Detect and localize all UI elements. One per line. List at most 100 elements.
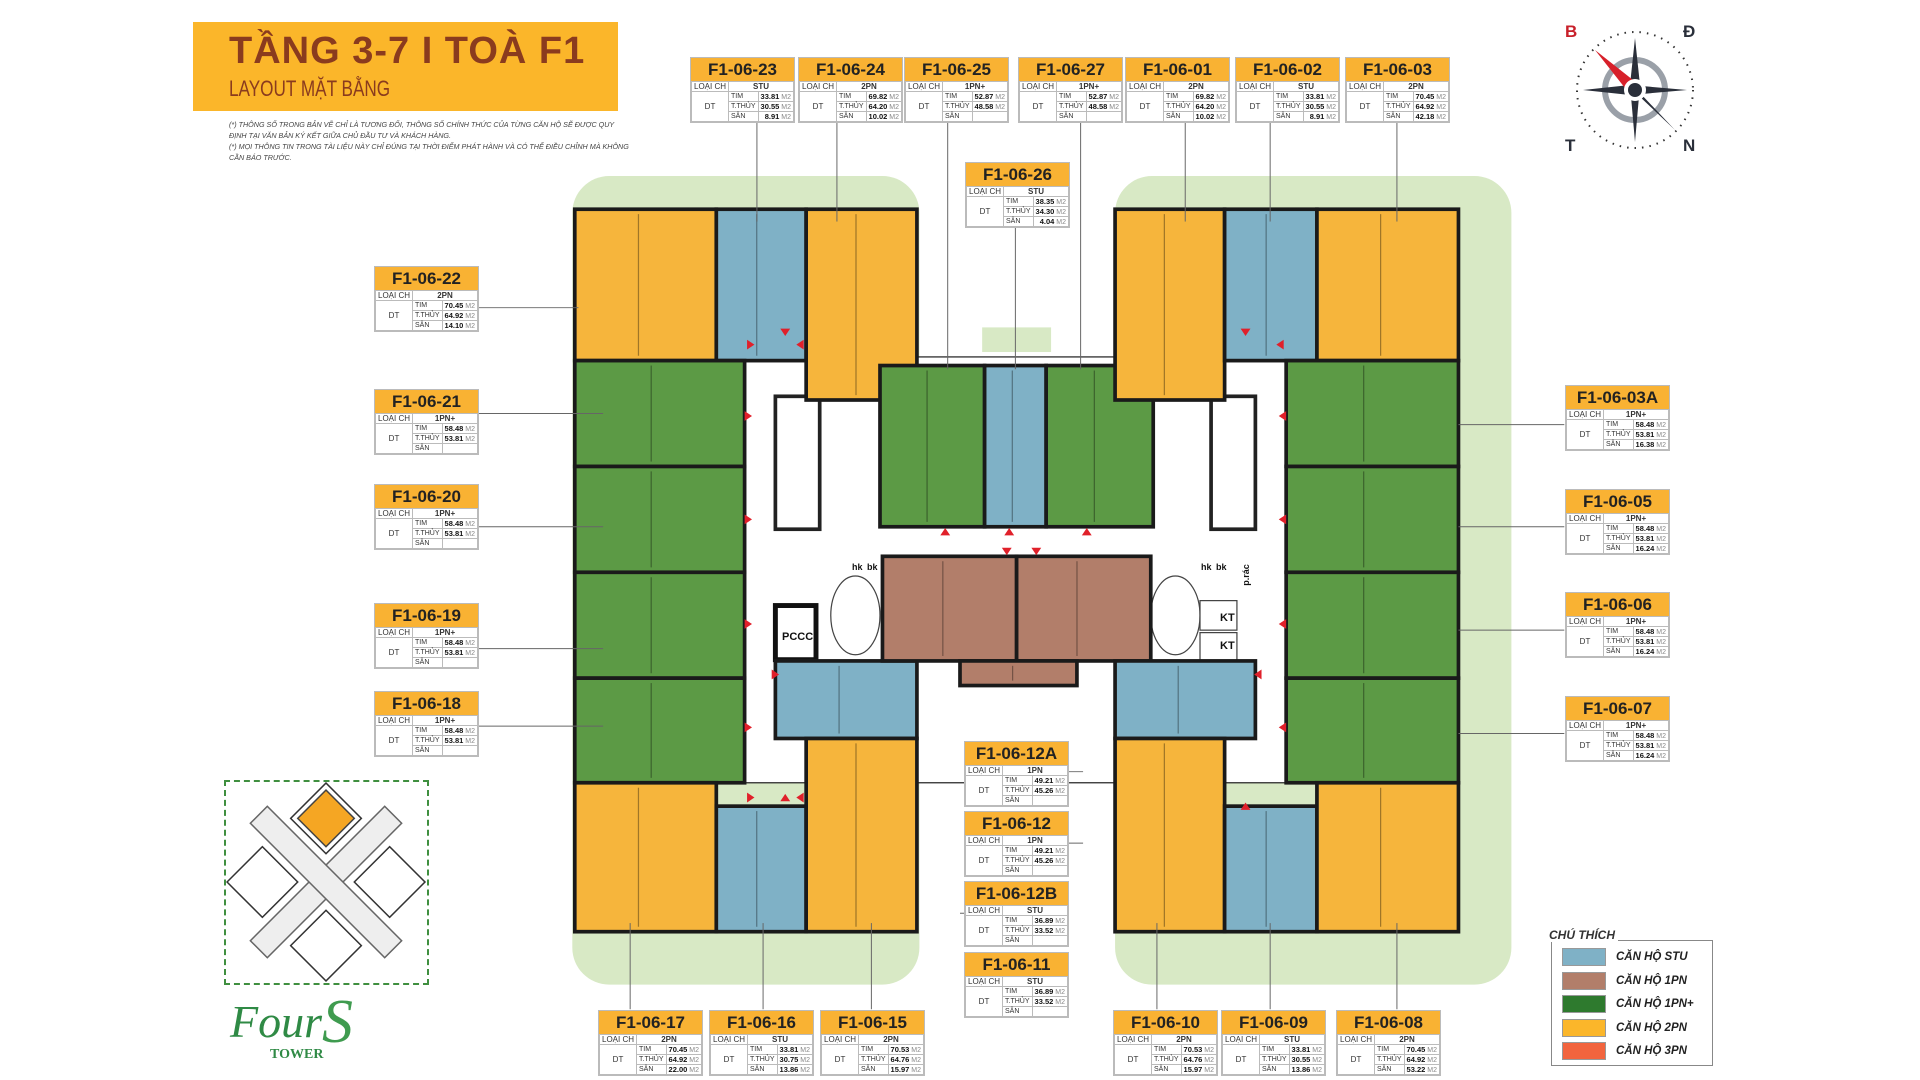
san-label: SÂN (1374, 1064, 1405, 1075)
unit-m2: M2 (1656, 733, 1666, 740)
unit-type: STU (1002, 976, 1068, 987)
unit-type: 1PN+ (942, 81, 1008, 92)
bk-label: bk (867, 562, 878, 572)
tim-area: 70.45 M2 (1403, 1044, 1441, 1055)
entrance-arrow-icon (796, 339, 804, 350)
thuy-area: 34.30 M2 (1032, 206, 1070, 217)
unit-type: 1PN+ (1056, 81, 1122, 92)
unit-type: STU (1003, 186, 1069, 197)
tim-label: TIM (747, 1044, 778, 1055)
unit-code: F1-06-10 (1114, 1011, 1217, 1034)
tim-value: 33.81 (1291, 1045, 1311, 1054)
tim-label: TIM (1273, 91, 1304, 102)
area-label: DT (964, 915, 1004, 946)
unit-m2: M2 (465, 313, 475, 320)
tim-area: 49.21 M2 (1031, 845, 1069, 856)
tim-value: 33.81 (779, 1045, 799, 1054)
thuy-value: 30.55 (1291, 1055, 1311, 1064)
unit-m2: M2 (1656, 536, 1666, 543)
unit-oneplus-block (572, 464, 747, 575)
legend-item: CĂN HỘ 1PN+ (1562, 994, 1694, 1014)
thuy-value: 48.58 (1088, 102, 1108, 111)
hk-label: hk (852, 562, 863, 572)
thuy-label: T.THỦY (1259, 1054, 1290, 1065)
tim-label: TIM (412, 725, 443, 736)
legend-title: CHÚ THÍCH (1546, 928, 1618, 942)
entrance-arrow-icon (744, 514, 752, 525)
tim-label: TIM (412, 300, 443, 311)
san-label: SÂN (1603, 646, 1634, 657)
san-value: 22.00 (668, 1065, 688, 1074)
unit-type: 2PN (1383, 81, 1449, 92)
unit-m2: M2 (1109, 104, 1119, 111)
type-label: LOẠI CH (1565, 720, 1605, 731)
tim-area: 33.81 M2 (757, 91, 795, 102)
area-label: DT (1235, 91, 1275, 122)
tim-value: 52.87 (1088, 92, 1108, 101)
unit-stu-block (773, 659, 919, 741)
thuy-area: 33.52 M2 (1031, 996, 1069, 1007)
thuy-label: T.THỦY (1002, 785, 1033, 796)
san-label: SÂN (836, 111, 867, 122)
tim-value: 58.48 (444, 424, 464, 433)
area-label: DT (965, 196, 1005, 227)
area-label: DT (1125, 91, 1165, 122)
compass-label-t: T (1565, 136, 1576, 155)
thuy-value: 64.92 (1406, 1055, 1426, 1064)
area-label: DT (374, 518, 414, 549)
unit-m2: M2 (911, 1047, 921, 1054)
area-label: DT (1565, 730, 1605, 761)
thuy-label: T.THỦY (1003, 206, 1034, 217)
san-area: 16.24 M2 (1632, 646, 1670, 657)
area-label: DT (964, 845, 1004, 876)
san-area (1085, 111, 1123, 122)
area-label: DT (1221, 1044, 1261, 1075)
unit-code: F1-06-21 (375, 390, 478, 413)
unit-two-block (572, 207, 719, 363)
tim-area: 58.48 M2 (441, 725, 479, 736)
legend-label: CĂN HỘ 1PN (1616, 974, 1687, 987)
unit-m2: M2 (689, 1067, 699, 1074)
unit-stu-block (1222, 207, 1319, 363)
tim-area: 69.82 M2 (865, 91, 903, 102)
area-label: DT (1345, 91, 1385, 122)
san-area (1031, 795, 1069, 806)
thuy-value: 53.81 (1635, 534, 1655, 543)
unit-code: F1-06-05 (1566, 490, 1669, 513)
unit-m2: M2 (1216, 104, 1226, 111)
unit-code: F1-06-01 (1126, 58, 1229, 81)
